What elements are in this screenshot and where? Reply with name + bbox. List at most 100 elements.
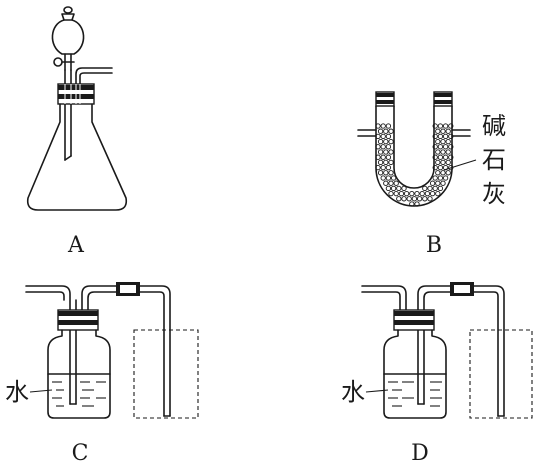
granule [388,159,394,166]
reagent-char-2: 石 [482,146,506,174]
granule [385,133,392,140]
granule [409,190,415,197]
granule [427,196,433,202]
granule [375,123,381,129]
label-b: B [426,233,442,258]
granule [419,190,425,197]
granule [432,154,438,160]
label-c: C [72,441,89,466]
collecting-cylinder-d [469,329,533,419]
granule [432,144,438,150]
granule [445,138,451,145]
granule [442,133,449,140]
granule [401,185,407,192]
reagent-char-3: 灰 [482,180,506,208]
granule [435,180,441,186]
delivery-tube-d-outer [473,285,505,417]
granule [442,123,449,129]
granule [429,190,436,197]
granule [416,196,423,202]
granule [388,180,394,186]
granule [403,190,410,197]
water-pointer-d [365,389,389,393]
granule [377,170,384,176]
funnel-stopper-knob [63,6,73,14]
granule [398,190,405,197]
granule [432,164,438,171]
granule [440,149,446,155]
granule [445,159,451,166]
granule [390,185,397,192]
inlet-tube-outer [25,285,71,405]
granule [380,164,386,171]
granule [385,185,392,192]
apparatus-b: 碱 石 灰 B [357,91,506,258]
granule [401,196,407,202]
granule [437,123,444,129]
granule [448,144,454,150]
water-label-c: 水 [5,378,29,406]
granule [383,128,389,134]
granule [448,123,454,129]
reagent-char-1: 碱 [482,112,506,140]
granule [393,180,399,186]
granule [375,164,381,171]
label-d: D [411,441,429,466]
granule [388,128,394,134]
granule [375,144,381,150]
granule [440,138,446,145]
water-pointer-c [29,389,53,393]
granule [396,196,402,202]
funnel-stopper [61,13,75,21]
stopcock-handle [53,57,63,67]
granule [414,190,420,197]
granule [445,149,451,155]
granule [437,164,444,171]
granule [445,128,451,134]
granule [377,128,384,134]
granule [383,149,389,155]
granule [437,175,444,181]
granule [411,196,418,202]
delivery-tube-outer [75,67,113,99]
apparatus-d: 水 D [341,282,533,466]
outlet-tube-outer [81,285,117,321]
granule [437,133,444,140]
granule [440,159,446,166]
granule [435,149,441,155]
granule [437,154,444,160]
soda-lime-granules [375,123,454,207]
reagent-pointer [443,159,477,171]
granule [393,190,399,197]
granule [383,138,389,145]
granule [440,180,446,186]
granule [442,144,449,150]
granule [448,154,454,160]
granule [409,201,415,207]
outlet-tube-d-outer [417,285,451,405]
granule [383,170,389,176]
delivery-tube-inner [79,72,113,99]
inlet-tube-d-outer [361,285,407,321]
granule [385,123,392,129]
granule [375,133,381,140]
granule [442,175,449,181]
delivery-tube-c-outer [139,285,171,417]
erlenmeyer-flask [26,103,128,211]
granule [388,170,394,176]
granule [414,201,420,207]
granule [432,185,438,192]
granule [380,154,386,160]
granule [435,138,441,145]
granule [385,144,392,150]
granule [380,123,386,129]
apparatus-a: A [26,6,128,258]
granule [429,180,436,186]
granule [388,149,394,155]
granule [440,128,446,134]
granule [424,190,431,197]
granule [406,196,412,202]
granule [388,190,394,197]
granule [396,185,402,192]
